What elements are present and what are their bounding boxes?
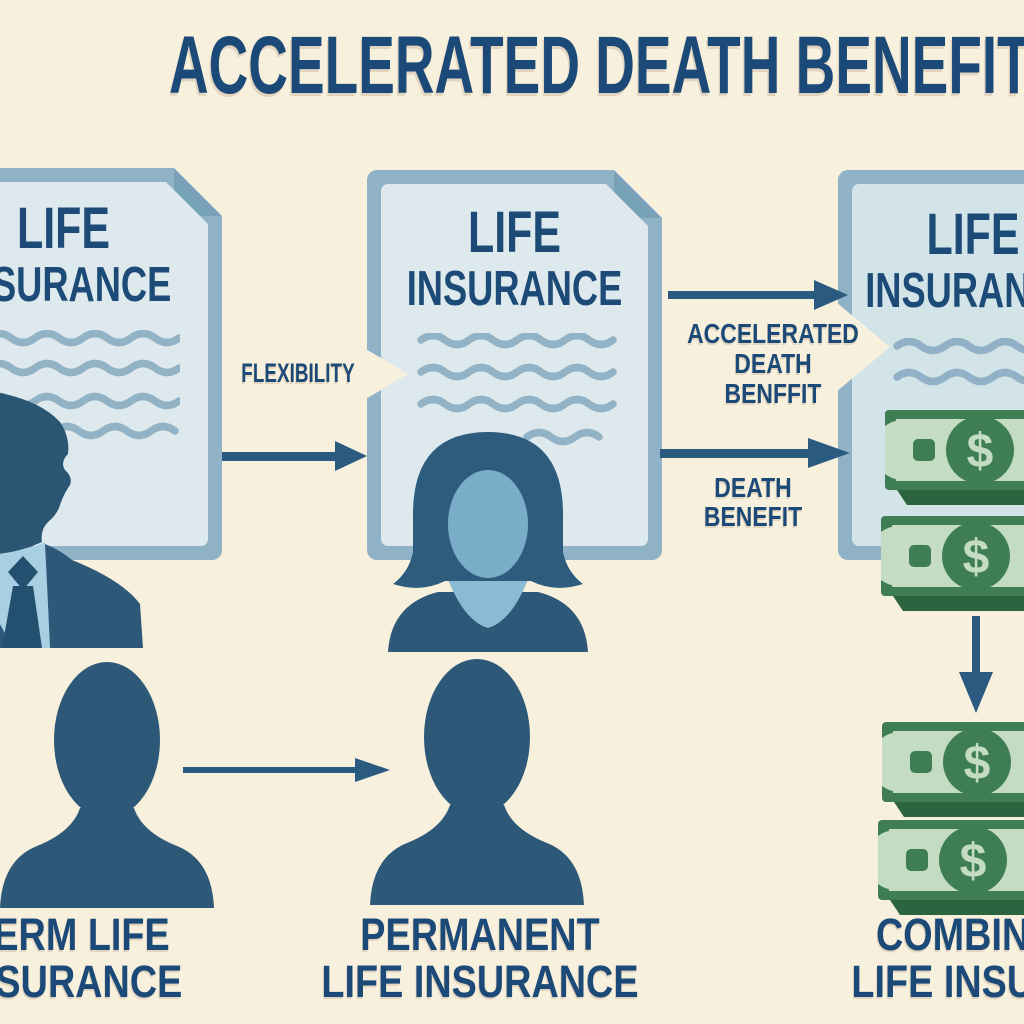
arrow-right-icon-accelerated-benefit <box>668 280 848 310</box>
person-silhouette-icon-man-suit <box>0 393 143 648</box>
term-life-insurance-label: TERM LIFE INSURANCE <box>0 911 320 1005</box>
permanent-label-line2: LIFE INSURANCE <box>321 956 639 1007</box>
document-title-line2: INSURANCE <box>16 258 172 312</box>
document-title: LIFE INSURANCE <box>822 206 1024 316</box>
combination-life-insurance-label: COMBINATION LIFE INSURANCE <box>760 911 1024 1005</box>
flexibility-label-text: FLEXIBILITY <box>241 358 355 388</box>
combination-label-line2: LIFE INSURANCE <box>851 956 1024 1007</box>
arrow-right-icon-death-benefit <box>660 437 850 469</box>
combination-label-line1: COMBINATION <box>875 909 1024 960</box>
person-silhouette-icon-term-policyholder <box>0 662 214 908</box>
death-benefit-label: DEATH BENEFIT <box>653 473 853 531</box>
money-bill-icon <box>882 722 1024 817</box>
document-text-lines <box>0 330 180 442</box>
permanent-label-line1: PERMANENT <box>360 909 600 960</box>
document-title-line1: LIFE <box>467 200 561 265</box>
term-label-line1: TERM LIFE <box>0 909 170 960</box>
permanent-life-insurance-label: PERMANENT LIFE INSURANCE <box>230 911 730 1005</box>
document-title-line1: LIFE <box>926 202 1020 267</box>
term-label-line2: INSURANCE <box>0 956 183 1007</box>
db-label-line2: BENEFIT <box>703 501 803 532</box>
document-title-line2: INSURANCE <box>406 262 623 316</box>
money-bill-icon <box>878 820 1024 915</box>
person-silhouette-icon-woman <box>388 432 588 652</box>
money-bill-icon <box>881 516 1024 611</box>
document-text-lines <box>893 338 1024 388</box>
arrow-right-icon-term-to-permanent <box>183 757 390 783</box>
db-label-line1: DEATH <box>714 472 792 503</box>
arrow-down-icon-payout <box>958 616 994 716</box>
document-title: LIFE INSURANCE <box>367 204 662 314</box>
person-silhouette-icon-permanent-policyholder <box>370 659 584 905</box>
money-bill-icon <box>885 410 1024 505</box>
arrow-right-icon-flexibility <box>222 441 367 471</box>
document-title-line1: LIFE <box>16 196 110 261</box>
document-title: LIFE INSURANCE <box>0 200 222 310</box>
adb-label-line2: DEATH BENFFIT <box>724 348 822 409</box>
adb-label-line1: ACCELERATED <box>687 318 859 349</box>
document-title-line2: INSURANCE <box>865 264 1005 318</box>
document-icon-term-life-policy: LIFE INSURANCE <box>0 168 222 560</box>
page-title: ACCELERATED DEATH BENEFIT RIDER <box>168 20 1024 111</box>
accelerated-death-benefit-label: ACCELERATED DEATH BENFFIT <box>663 319 883 409</box>
document-text-lines <box>417 333 622 448</box>
flexibility-label: FLEXIBILITY <box>210 359 386 387</box>
